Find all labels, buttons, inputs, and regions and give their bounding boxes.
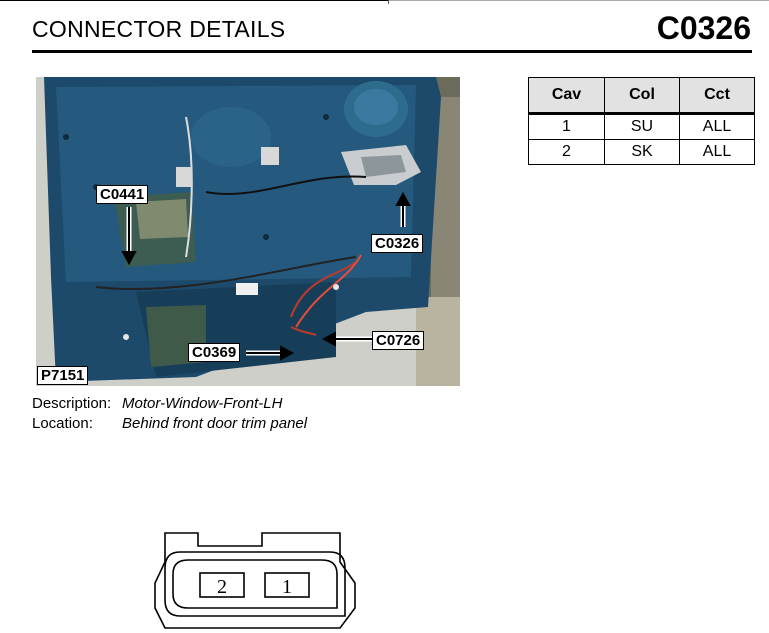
table-row: 2 SK ALL — [528, 139, 755, 165]
pin-label-1: 1 — [282, 576, 292, 598]
callout-c0326: C0326 — [371, 234, 424, 253]
callout-c0726: C0726 — [372, 331, 425, 350]
description-label: Description: — [32, 395, 112, 412]
connector-face-diagram: 2 1 — [154, 532, 356, 629]
top-rule — [0, 0, 769, 4]
description-value: Motor-Window-Front-LH — [122, 395, 283, 412]
cell-col: SK — [604, 139, 680, 165]
table-row: 1 SU ALL — [528, 113, 755, 140]
cell-cav: 2 — [528, 139, 605, 165]
cell-cct: ALL — [679, 113, 755, 140]
callout-c0369: C0369 — [188, 343, 241, 362]
connector-code: C0326 — [656, 10, 751, 46]
header-rule — [32, 50, 752, 53]
door-photo — [36, 77, 460, 386]
page-title: CONNECTOR DETAILS — [32, 16, 286, 42]
cell-col: SU — [604, 113, 680, 140]
location-label: Location: — [32, 415, 93, 432]
col-header-col: Col — [604, 77, 680, 115]
col-header-cav: Cav — [528, 77, 605, 115]
location-value: Behind front door trim panel — [122, 415, 308, 432]
photo-reference: P7151 — [37, 366, 89, 385]
description-block: Description: Motor-Window-Front-LH Locati… — [32, 394, 307, 434]
cell-cct: ALL — [679, 139, 755, 165]
cell-cav: 1 — [528, 113, 605, 140]
col-header-cct: Cct — [679, 77, 755, 115]
callout-c0441: C0441 — [96, 185, 149, 204]
pin-label-2: 2 — [217, 576, 227, 598]
table-header-row: Cav Col Cct — [528, 77, 755, 115]
cavity-table: Cav Col Cct 1 SU ALL 2 SK ALL — [528, 77, 755, 165]
